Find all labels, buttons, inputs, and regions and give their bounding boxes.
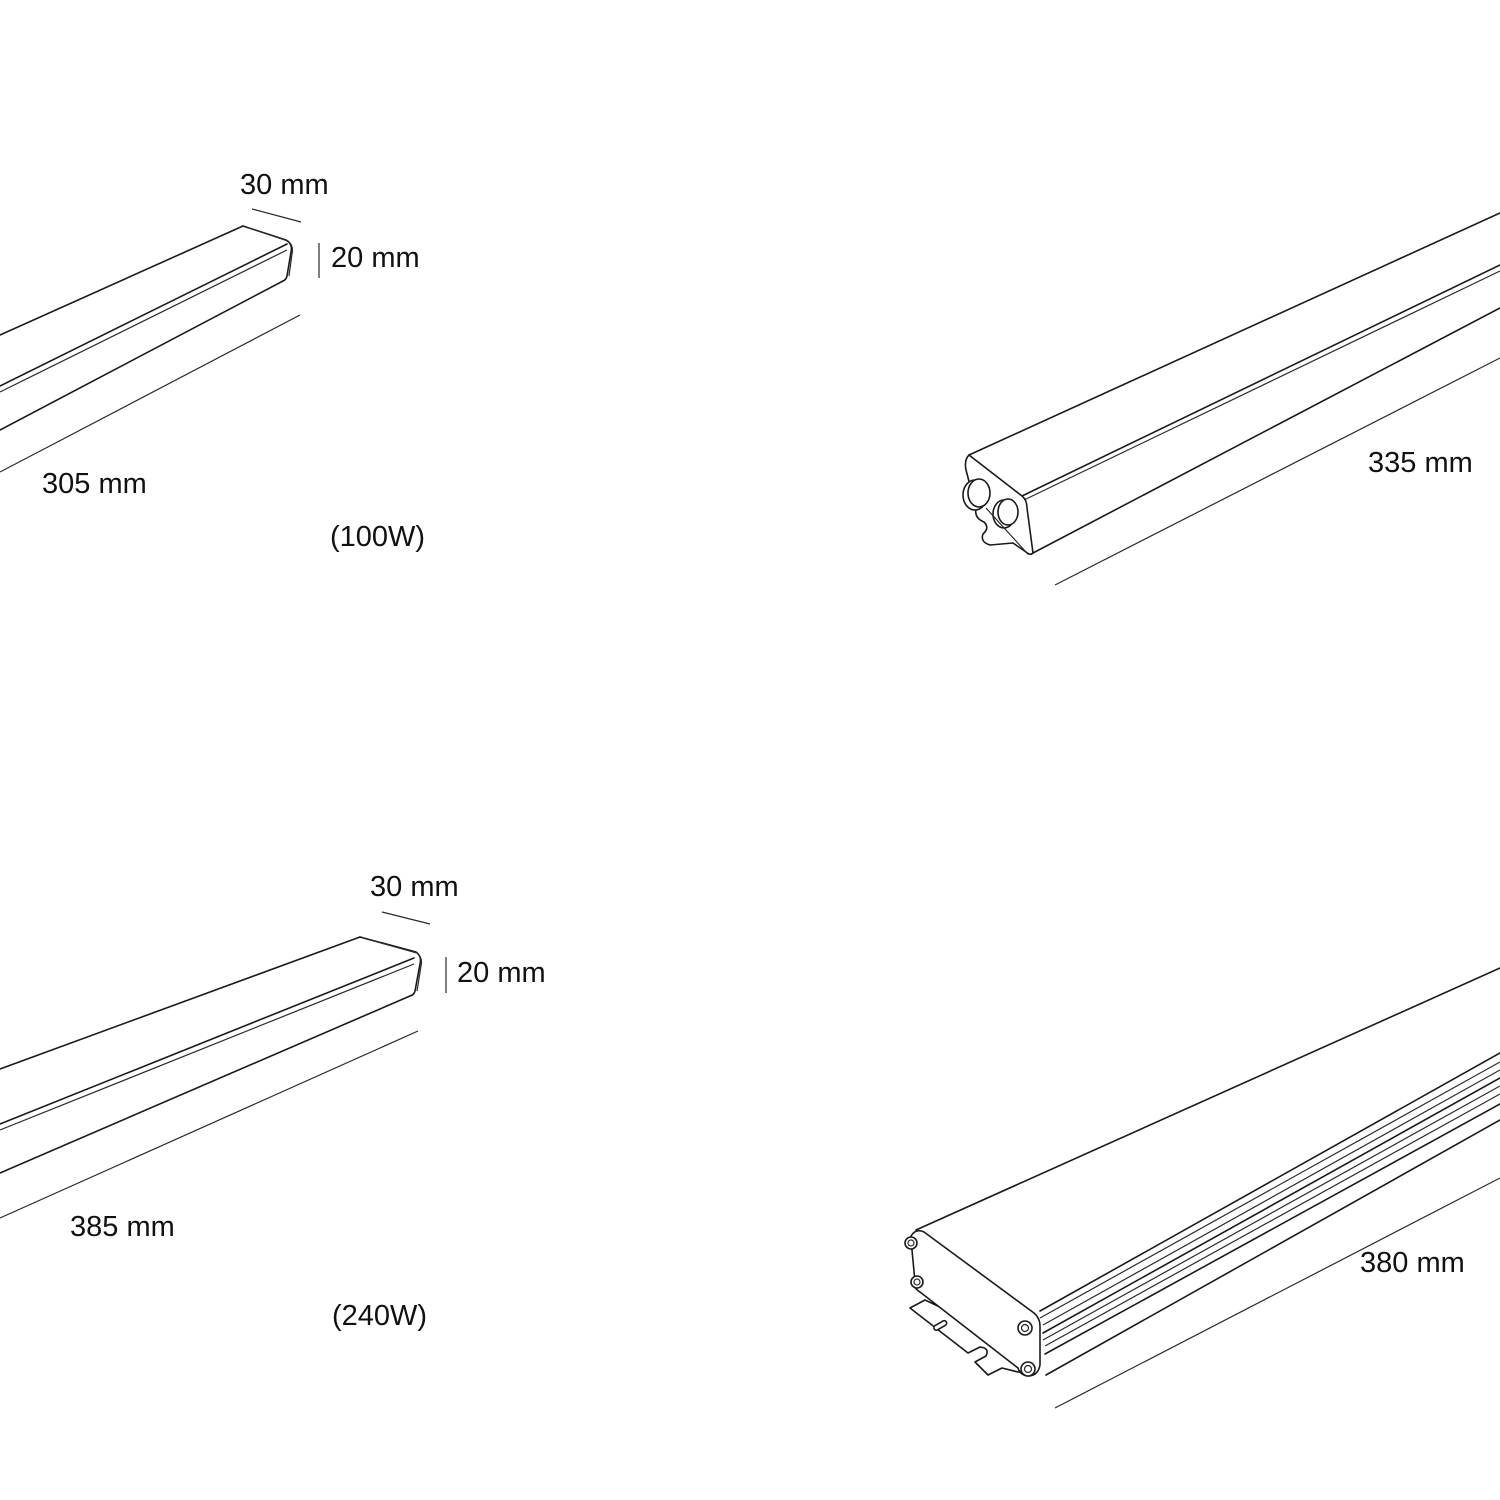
driver-side-view-1-drawing — [962, 212, 1500, 586]
length-label-side-view-1: 335 mm — [1368, 447, 1473, 479]
driver-100w-drawing — [0, 208, 320, 473]
length-label-240w: 385 mm — [70, 1211, 175, 1243]
screw-icon — [1020, 1361, 1036, 1377]
end-cap — [910, 1229, 1041, 1377]
screw-icon — [904, 1236, 918, 1250]
length-label-100w: 305 mm — [42, 468, 147, 500]
length-dimension-line — [0, 314, 301, 473]
width-label-240w: 30 mm — [370, 871, 459, 903]
length-dimension-line — [1054, 357, 1500, 586]
slot-icon — [933, 1319, 948, 1331]
width-label-100w: 30 mm — [240, 169, 329, 201]
power-label-100w: (100W) — [330, 521, 426, 553]
power-label-240w: (240W) — [332, 1300, 428, 1332]
driver-side-view-2-drawing — [904, 967, 1500, 1409]
length-dimension-line — [1054, 1177, 1500, 1409]
screw-icon — [910, 1275, 924, 1289]
body-bottom-edge — [0, 995, 411, 1174]
body-bottom-edge — [0, 280, 284, 431]
mounting-bracket — [909, 1299, 1027, 1376]
driver-240w-drawing — [0, 911, 447, 1219]
width-dimension-line — [251, 208, 302, 223]
length-dimension-line — [0, 1030, 419, 1219]
length-label-side-view-2: 380 mm — [1360, 1247, 1465, 1279]
width-dimension-line — [381, 911, 431, 925]
body-top-edge — [0, 225, 244, 336]
height-label-100w: 20 mm — [331, 242, 420, 274]
height-label-240w: 20 mm — [457, 957, 546, 989]
screw-icon — [1017, 1320, 1033, 1336]
body-top-edge — [0, 936, 361, 1070]
